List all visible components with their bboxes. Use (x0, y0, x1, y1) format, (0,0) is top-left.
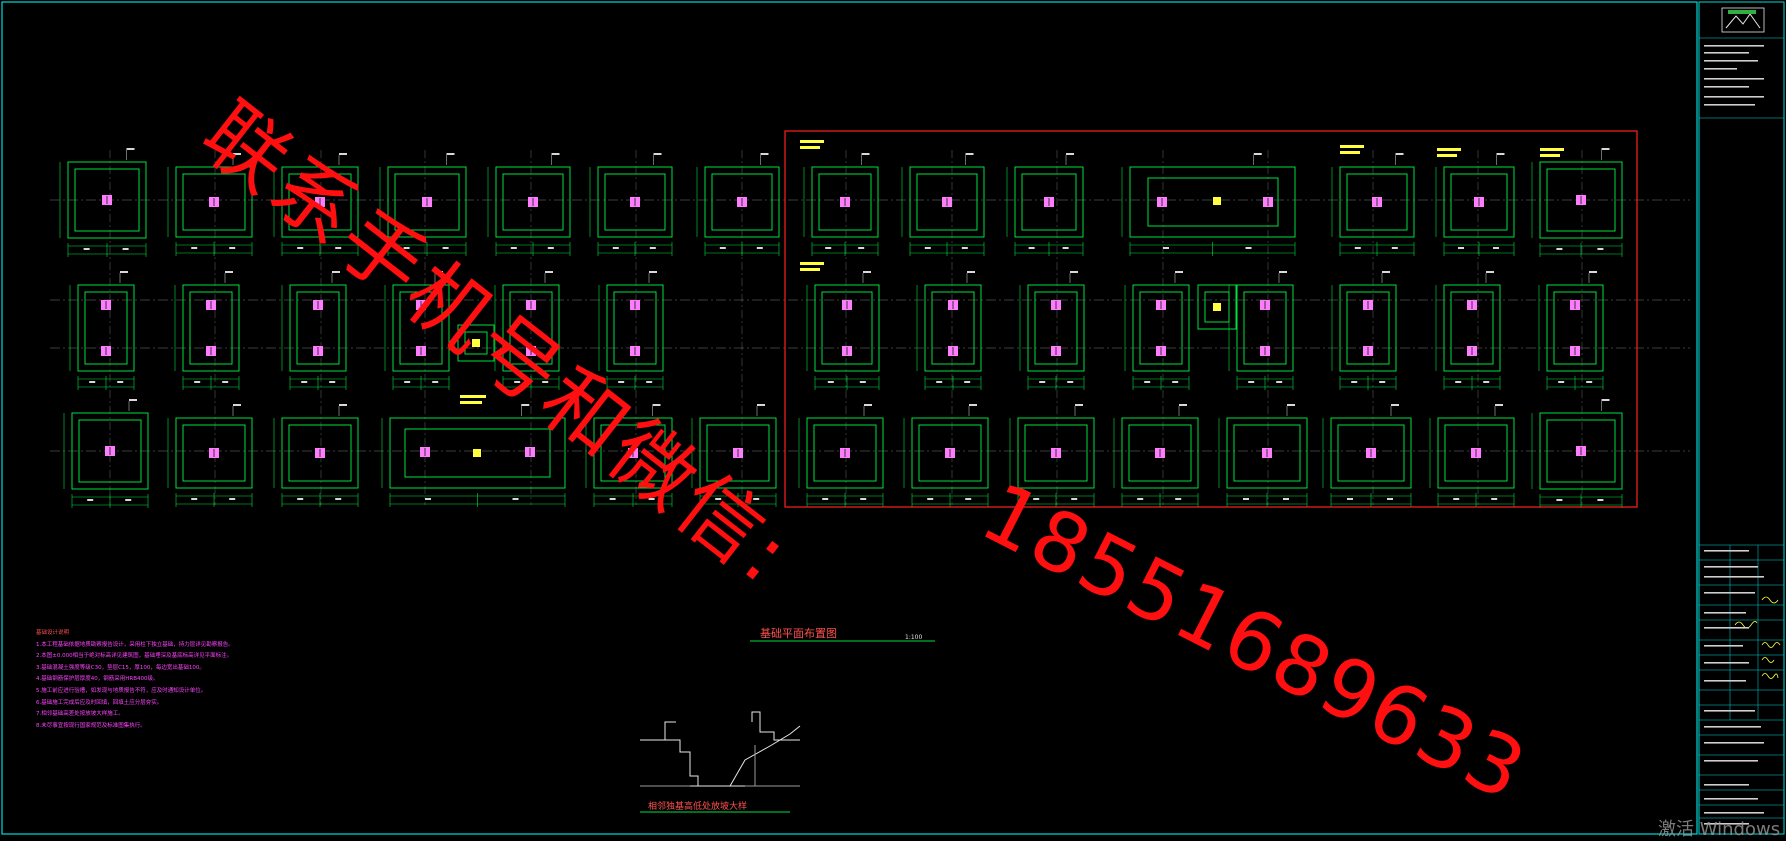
footing-outline (814, 284, 880, 372)
axis-verticals (109, 150, 1583, 505)
footing-outline (593, 417, 673, 489)
footing-outline (392, 284, 450, 372)
footing-outline (806, 417, 884, 489)
notes-item: 7.相邻基础高差处按放坡大样施工。 (36, 711, 124, 718)
footing-outline (606, 284, 664, 372)
footing-outline (1027, 284, 1085, 372)
title-block-frame (1698, 1, 1785, 835)
notes-item: 3.基础混凝土强度等级C30，垫层C15，厚100，每边宽出基础100。 (36, 664, 205, 671)
footing-outline (175, 417, 253, 489)
drawing-frame (1, 1, 1698, 835)
footing-outline (1339, 166, 1415, 238)
footing-outline (281, 166, 359, 238)
footing-outline (909, 166, 985, 238)
footing-outline (502, 284, 560, 372)
footing-outline (911, 417, 989, 489)
notes-item: 4.基础钢筋保护层厚度40，钢筋采用HRB400级。 (36, 676, 159, 683)
notes-item: 5.施工前应进行验槽，如发现与地质报告不符，应及时通知设计单位。 (36, 687, 207, 694)
footing-outline (67, 161, 147, 239)
footing-outline (1443, 166, 1515, 238)
footing-outline (699, 417, 777, 489)
detail-title: 相邻独基高低处放坡大样 (648, 802, 748, 812)
title-block-grid (1699, 37, 1784, 819)
footing-outline (1121, 417, 1199, 489)
footing-outline (811, 166, 879, 238)
footing-outline (1226, 417, 1308, 489)
notes-item: 6.基础施工完成后应及时回填，回填土应分层夯实。 (36, 699, 163, 706)
footing-outline (387, 166, 467, 238)
selection-box[interactable] (784, 130, 1638, 508)
plan-scale: 1:100 (905, 634, 923, 641)
windows-activation-overlay: 激活 Windows (1658, 819, 1781, 840)
footing-outline (704, 166, 780, 238)
slope-detail (640, 711, 801, 787)
footing-outline (1014, 166, 1084, 238)
footing-outline (1539, 161, 1623, 239)
footing-outline (597, 166, 673, 238)
footing-outline (1443, 284, 1501, 372)
title-block-text (1704, 45, 1764, 825)
footing-outline (182, 284, 240, 372)
footing-outline (495, 166, 571, 238)
footing-outline (1132, 284, 1190, 372)
design-notes: 基础设计说明 1.本工程基础依据地质勘察报告设计，采用柱下独立基础，持力层详见勘… (36, 628, 556, 732)
footing-outline (175, 166, 253, 238)
footing-outline (71, 412, 149, 490)
footing-outline (1539, 412, 1623, 490)
footing-outline (1017, 417, 1095, 489)
notes-item: 8.未尽事宜按现行国家规范及标准图集执行。 (36, 722, 146, 729)
footing-outline (289, 284, 347, 372)
footing-outline (1546, 284, 1604, 372)
footing-outline (1339, 284, 1397, 372)
footing-outline (1330, 417, 1412, 489)
company-logo-icon (1721, 7, 1765, 33)
footing-outline (77, 284, 135, 372)
plan-title: 基础平面布置图 (760, 627, 837, 640)
footing-outline (1236, 284, 1294, 372)
notes-item: 1.本工程基础依据地质勘察报告设计，采用柱下独立基础，持力层详见勘察报告。 (36, 641, 234, 648)
footing-group (59, 140, 1623, 508)
notes-heading: 基础设计说明 (36, 630, 70, 636)
notes-item: 2.本图±0.000相当于绝对标高详见建筑图，基础埋深及基底标高详见平面标注。 (36, 653, 233, 660)
footing-outline (924, 284, 982, 372)
footing-outline (1437, 417, 1515, 489)
footing-outline (281, 417, 359, 489)
